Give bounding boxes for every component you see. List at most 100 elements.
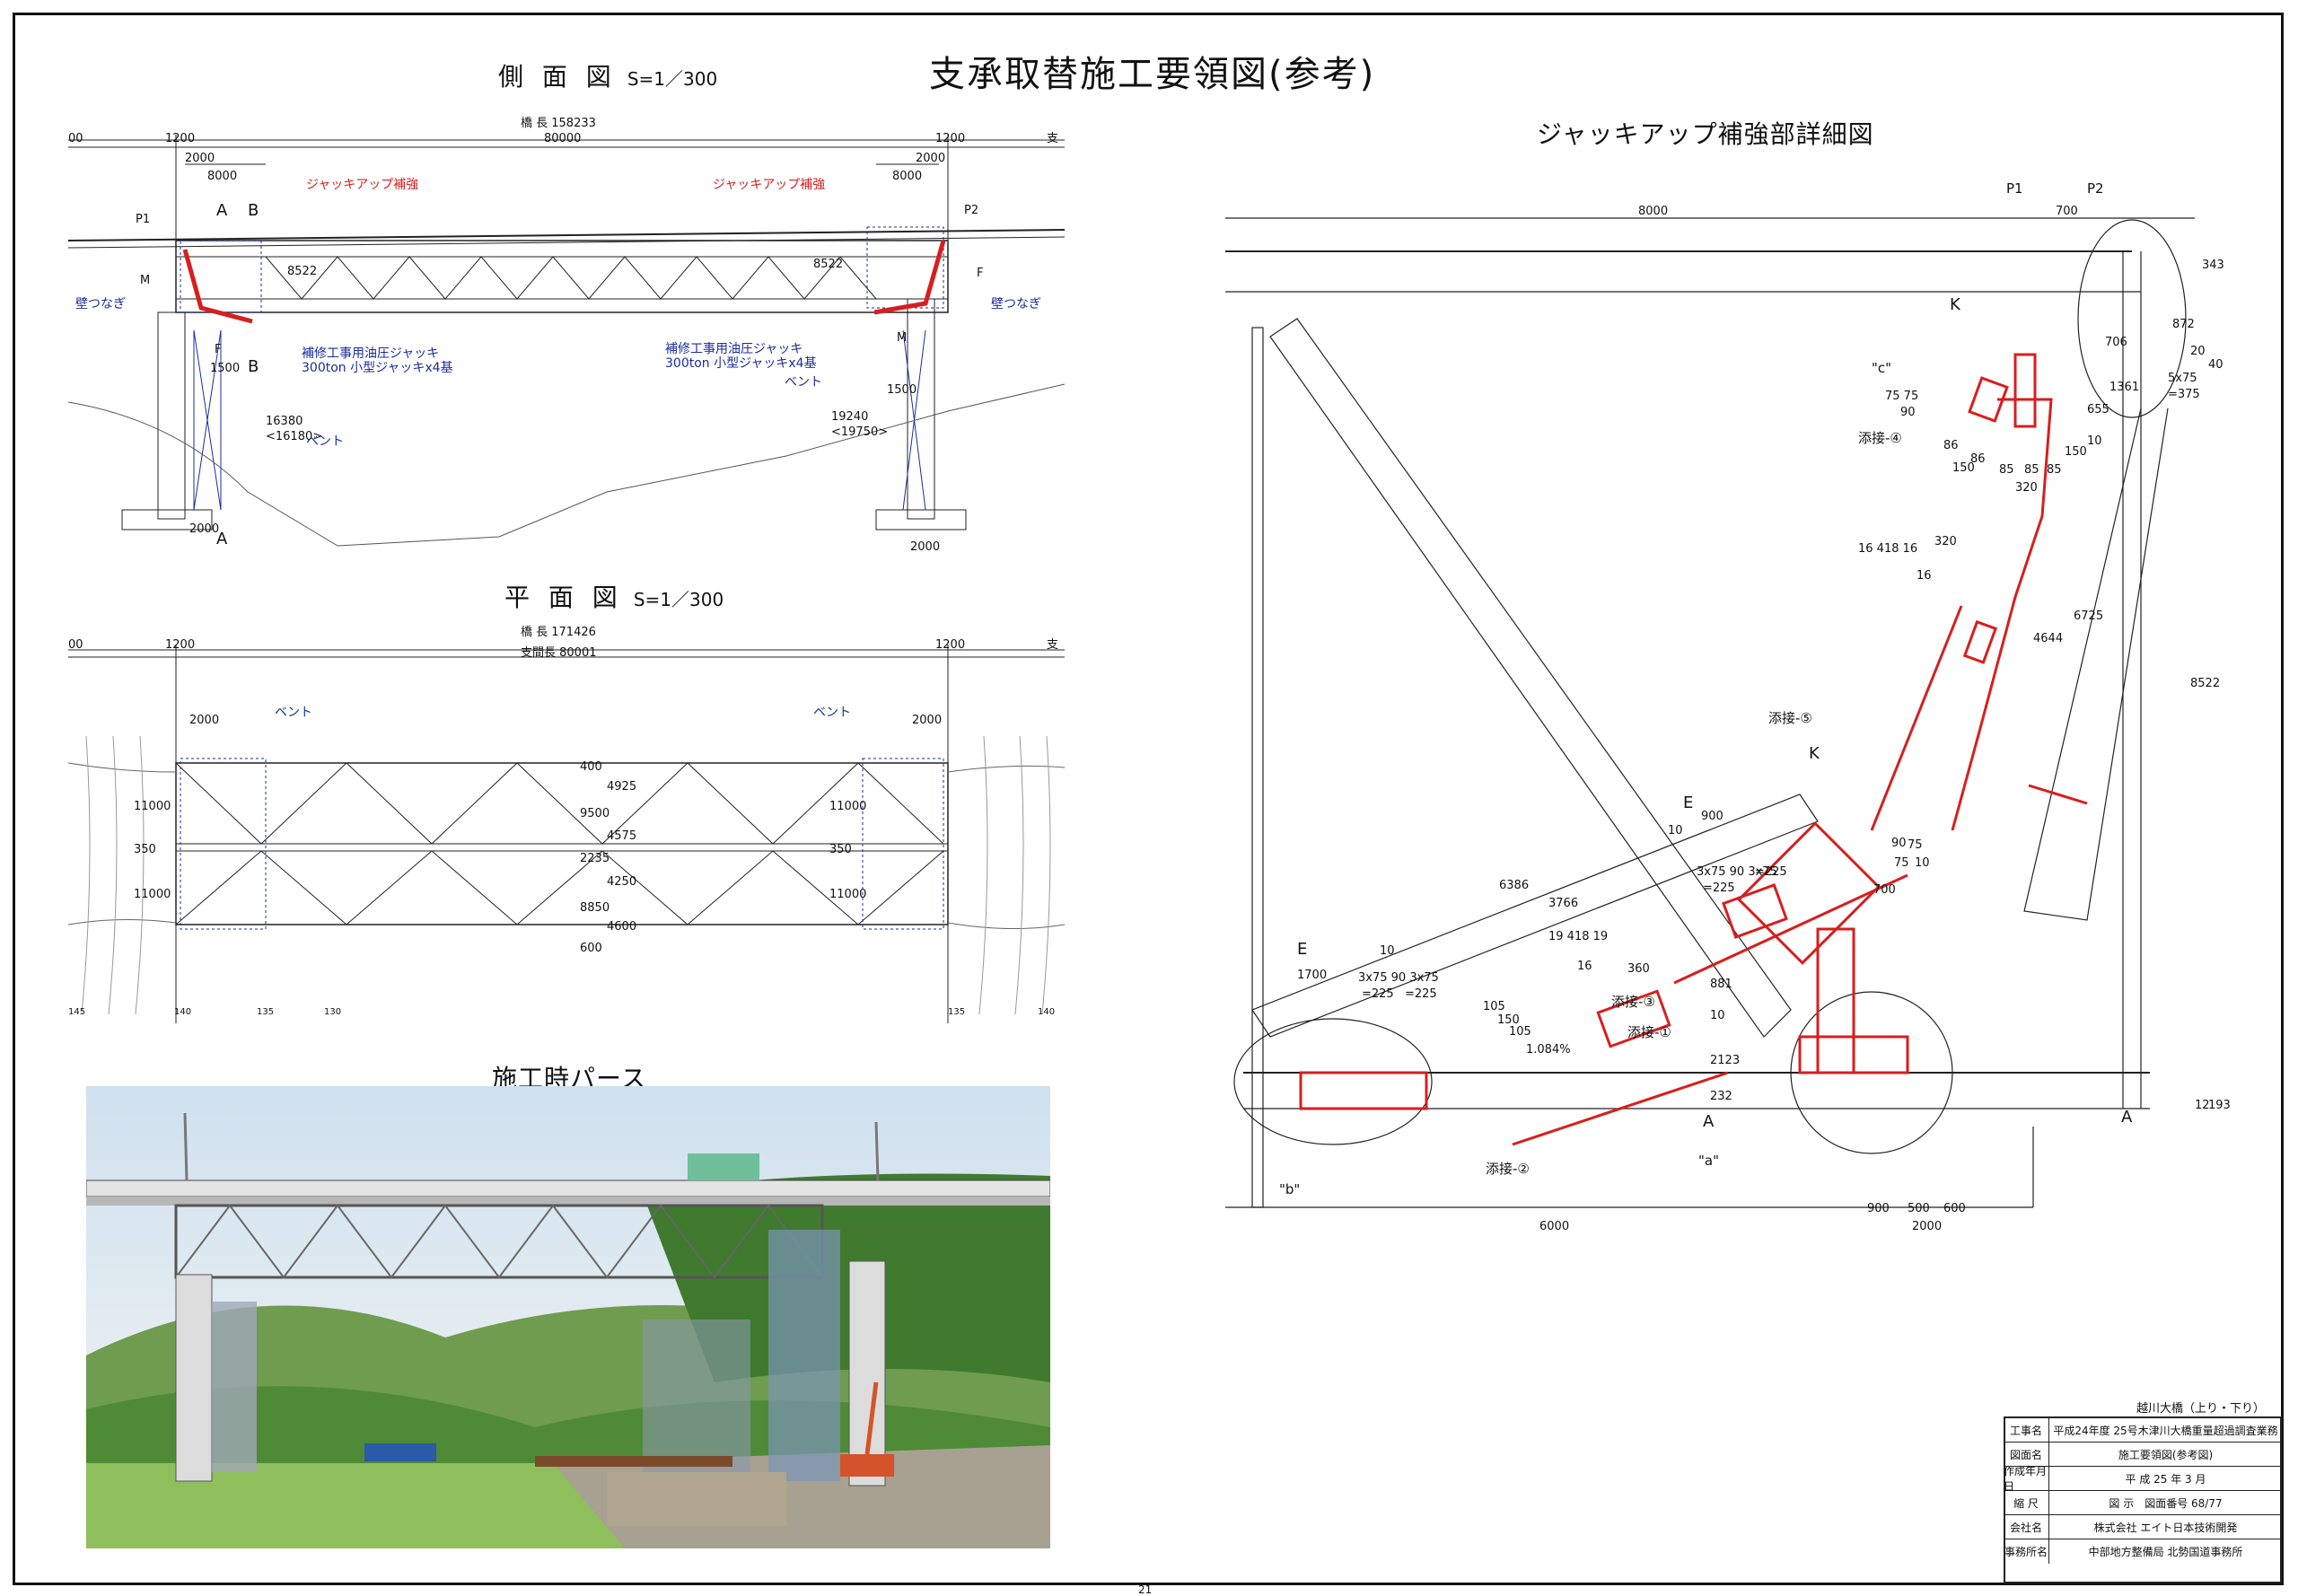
dt-dim-16-b: 16 <box>1577 960 1592 973</box>
pv-small-135-b: 135 <box>948 1007 965 1017</box>
pv-small-135-a: 135 <box>257 1007 274 1017</box>
dt-tag-A-right: A <box>2121 1108 2133 1127</box>
dt-dim-105-a: 105 <box>1483 1000 1505 1013</box>
sv-bearing-M-left: M <box>140 274 150 287</box>
pv-dim-4600: 4600 <box>607 920 636 934</box>
tb-value-drawing: 施工要領図(参考図) <box>2118 1448 2214 1461</box>
tb-value-company: 株式会社 エイト日本技術開発 <box>2093 1521 2238 1534</box>
sv-dim-1500-right: 1500 <box>887 383 917 397</box>
sv-dim-support: 支 <box>1047 132 1058 145</box>
sv-label-jack-left-1: 補修工事用油圧ジャッキ <box>302 346 439 361</box>
plan-span-length: 支間長 80001 <box>521 646 597 660</box>
dt-dim-2123: 2123 <box>1710 1054 1740 1067</box>
sv-dim-80000: 80000 <box>544 132 581 145</box>
drawing-frame <box>13 13 2284 1585</box>
pv-dim-350-a: 350 <box>134 843 156 856</box>
dt-dim-655: 655 <box>2087 403 2109 417</box>
dt-dim-500: 500 <box>1908 1202 1930 1215</box>
sv-label-bent-right: ベント <box>785 375 822 390</box>
dt-dim-150-b: 150 <box>1952 461 1975 475</box>
dt-dim-872: 872 <box>2172 318 2195 331</box>
dt-dim-6000: 6000 <box>1539 1220 1569 1233</box>
title-block-row-office: 事務所名 中部地方整備局 北勢国道事務所 <box>2004 1539 2282 1564</box>
dt-dim-3766: 3766 <box>1548 897 1578 910</box>
dt-dim-375: =375 <box>2168 388 2200 401</box>
plan-view-title-text: 平 面 図 <box>504 583 623 612</box>
dt-dim-85-c: 85 <box>2047 463 2062 477</box>
dt-dim-225-b: =225 <box>1755 865 1787 879</box>
pv-dim-1200-left: 1200 <box>165 638 195 652</box>
tb-key-scale: 縮 尺 <box>2004 1491 2049 1514</box>
dt-tag-E-upper: E <box>1683 794 1693 812</box>
pv-dim-2000-right: 2000 <box>912 714 942 727</box>
pv-dim-4575: 4575 <box>607 829 636 843</box>
dt-dim-8522: 8522 <box>2190 677 2220 690</box>
dt-dim-150-c: 150 <box>1497 1013 1520 1027</box>
dt-dim-85-b: 85 <box>2024 463 2039 477</box>
dt-splice-4: 添接-④ <box>1858 430 1902 446</box>
sv-dim-8522-right: 8522 <box>813 258 843 271</box>
pv-dim-11000-d: 11000 <box>829 888 866 901</box>
plan-view-scale: S=1／300 <box>633 589 724 610</box>
dt-tag-P1: P1 <box>2006 180 2023 197</box>
plan-bridge-length: 橋 長 171426 <box>521 626 596 639</box>
dt-dim-10: 10 <box>2087 434 2102 448</box>
dt-dim-225-d: =225 <box>1405 987 1437 1001</box>
sv-pier-P1: P1 <box>136 213 150 226</box>
tb-value-office: 中部地方整備局 北勢国道事務所 <box>2088 1546 2243 1558</box>
pv-dim-11000-b: 11000 <box>134 888 171 901</box>
drawing-title: 支承取替施工要領図(参考) <box>929 54 1376 95</box>
dt-dim-225-a: =225 <box>1703 881 1735 895</box>
dt-dim-706: 706 <box>2105 336 2127 349</box>
dt-splice-5: 添接-⑤ <box>1768 710 1812 726</box>
pv-dim-support: 支 <box>1047 638 1058 652</box>
construction-perspective-illustration <box>86 1086 1050 1548</box>
dt-dim-10-a: 10 <box>1668 824 1683 837</box>
sv-dim-2000-bottom-left: 2000 <box>189 522 219 536</box>
dt-dim-16: 16 <box>1916 569 1932 583</box>
side-view-title: 側 面 図 S=1／300 <box>498 57 717 93</box>
side-view-scale: S=1／300 <box>627 68 718 90</box>
dt-dim-3x75-90-3x75-b: 3x75 90 3x75 <box>1358 971 1439 985</box>
sv-label-jackup-right: ジャッキアップ補強 <box>713 178 825 192</box>
pv-dim-4925: 4925 <box>607 780 636 794</box>
dt-dim-86-a: 86 <box>1943 439 1959 452</box>
dt-dim-600: 600 <box>1943 1202 1966 1215</box>
dt-dim-900: 900 <box>1701 810 1724 823</box>
sv-bearing-F-right: F <box>977 267 983 280</box>
pv-dim-2235: 2235 <box>580 852 610 865</box>
dt-dim-1361: 1361 <box>2109 381 2139 394</box>
dt-dim-10-d: 10 <box>1710 1009 1725 1022</box>
page-number: 21 <box>1138 1583 1153 1596</box>
dt-dim-90-b: 90 <box>1891 837 1907 850</box>
tb-key-company: 会社名 <box>2004 1515 2049 1539</box>
dt-tag-b: "b" <box>1279 1181 1300 1197</box>
side-view-title-text: 側 面 図 <box>498 62 617 92</box>
pv-dim-400: 400 <box>580 760 602 774</box>
plan-view-drawing: 00 1200 1200 支 2000 2000 11000 350 11000… <box>68 638 1066 1023</box>
sv-dim-1500-left: 1500 <box>210 362 240 375</box>
dt-dim-12: 12 <box>2195 1099 2210 1112</box>
dt-dim-4644: 4644 <box>2033 632 2063 645</box>
sv-dim-8000-right: 8000 <box>892 170 922 183</box>
pv-dim-00: 00 <box>68 638 83 652</box>
title-block-row-drawing: 図面名 施工要領図(参考図) <box>2004 1443 2282 1467</box>
dt-slope-1084: 1.084% <box>1526 1043 1571 1057</box>
sv-dim-1200-right: 1200 <box>935 132 965 145</box>
sv-label-jackup-left: ジャッキアップ補強 <box>306 178 418 192</box>
sv-dim-2000-left: 2000 <box>185 152 215 165</box>
pv-dim-350-b: 350 <box>829 843 852 856</box>
dt-tag-K-mid: K <box>1809 744 1820 763</box>
dt-dim-700: 700 <box>2056 205 2078 218</box>
sv-section-A-top: A <box>216 201 228 220</box>
dt-splice-2: 添接-② <box>1486 1161 1530 1177</box>
tb-key-drawing: 図面名 <box>2004 1443 2049 1466</box>
pv-dim-9500: 9500 <box>580 807 610 820</box>
pv-small-145: 145 <box>68 1007 85 1017</box>
dt-tag-a: "a" <box>1698 1153 1719 1169</box>
dt-dim-20: 20 <box>2190 345 2206 358</box>
sv-label-wall-tie-right: 壁つなぎ <box>991 297 1041 311</box>
dt-dim-5x75: 5x75 <box>2168 372 2197 385</box>
pv-dim-2000-left: 2000 <box>189 714 219 727</box>
pv-dim-11000-a: 11000 <box>134 800 171 813</box>
